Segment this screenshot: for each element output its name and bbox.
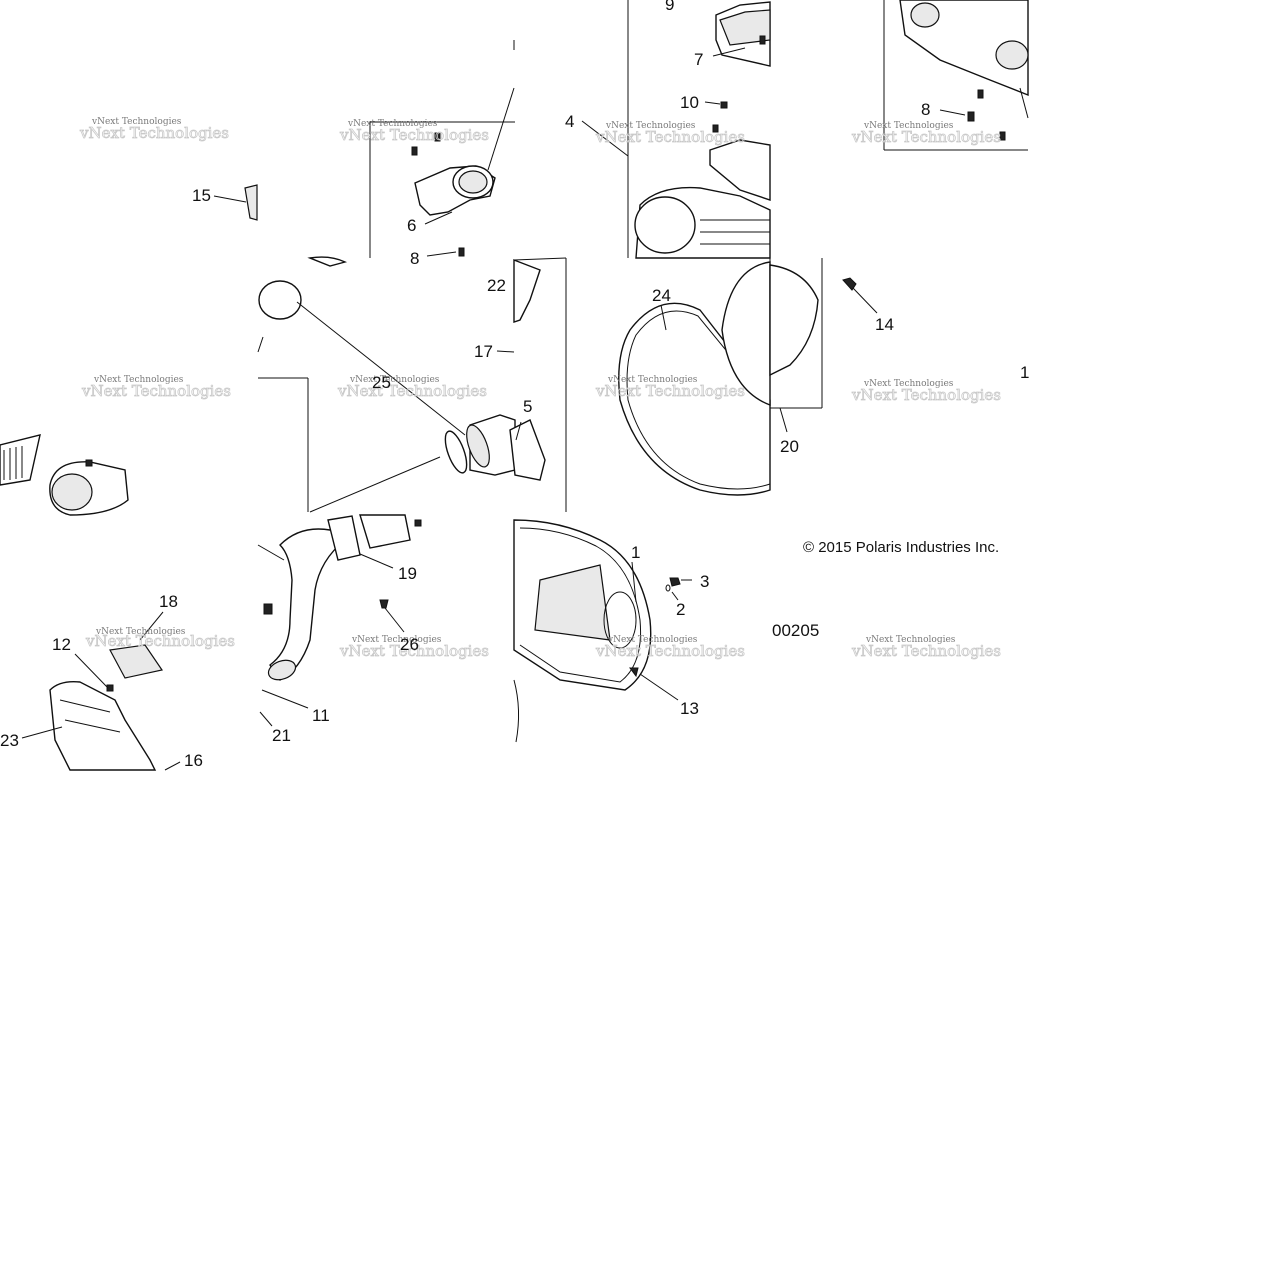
svg-text:vNext Technologies: vNext Technologies xyxy=(81,382,231,400)
callout-26: 26 xyxy=(400,635,419,654)
svg-text:vNext Technologies: vNext Technologies xyxy=(605,121,696,131)
callout-5: 5 xyxy=(523,397,532,416)
tile-lower-duct xyxy=(21,611,181,771)
svg-text:vNext Technologies: vNext Technologies xyxy=(91,117,182,127)
svg-text:vNext Technologies: vNext Technologies xyxy=(339,642,489,660)
watermark: vNext Technologies vNext Technologies xyxy=(85,627,236,650)
callout-14: 14 xyxy=(875,315,894,334)
watermark: vNext Technologies vNext Technologies xyxy=(337,375,488,400)
tile-left-filter xyxy=(0,184,258,516)
callout-2: 2 xyxy=(676,600,685,619)
callout-1-edge: 1 xyxy=(1020,363,1029,382)
callout-18: 18 xyxy=(159,592,178,611)
svg-text:vNext Technologies: vNext Technologies xyxy=(347,119,438,129)
callout-7: 7 xyxy=(694,50,703,69)
svg-text:vNext Technologies: vNext Technologies xyxy=(607,375,698,385)
duct-adapter-part xyxy=(414,165,496,216)
svg-text:vNext Technologies: vNext Technologies xyxy=(351,635,442,645)
callout-25: 25 xyxy=(372,373,391,392)
watermark: vNext Technologies vNext Technologies xyxy=(851,121,1002,146)
callout-22: 22 xyxy=(487,276,506,295)
watermark: vNext Technologies vNext Technologies xyxy=(595,375,746,400)
svg-text:vNext Technologies: vNext Technologies xyxy=(863,379,954,389)
callouts: 9 7 10 4 8 15 6 8 22 24 14 17 1 25 5 20 … xyxy=(0,0,1029,770)
svg-text:vNext Technologies: vNext Technologies xyxy=(595,128,745,146)
tile-outer-cover xyxy=(581,0,771,259)
tile-intake-duct xyxy=(369,40,515,258)
tile-elbow-hose xyxy=(257,514,422,727)
svg-text:vNext Technologies: vNext Technologies xyxy=(865,635,956,645)
watermarks: vNext Technologies vNext Technologies vN… xyxy=(79,117,1002,660)
callout-1: 1 xyxy=(631,543,640,562)
svg-text:vNext Technologies: vNext Technologies xyxy=(85,632,235,650)
callout-19: 19 xyxy=(398,564,417,583)
watermark: vNext Technologies vNext Technologies xyxy=(81,375,232,400)
callout-13: 13 xyxy=(680,699,699,718)
svg-text:vNext Technologies: vNext Technologies xyxy=(93,375,184,385)
svg-text:vNext Technologies: vNext Technologies xyxy=(349,375,440,385)
callout-9: 9 xyxy=(665,0,674,14)
callout-3: 3 xyxy=(700,572,709,591)
svg-text:vNext Technologies: vNext Technologies xyxy=(337,382,487,400)
screw-part xyxy=(411,132,465,257)
tile-clutch-cover xyxy=(513,519,692,743)
diagram-code: 00205 xyxy=(772,621,819,640)
watermark: vNext Technologies vNext Technologies xyxy=(339,119,490,144)
callout-16: 16 xyxy=(184,751,203,770)
callout-12: 12 xyxy=(52,635,71,654)
callout-23: 23 xyxy=(0,731,19,750)
callout-8: 8 xyxy=(921,100,930,119)
callout-24: 24 xyxy=(652,286,671,305)
callout-6: 6 xyxy=(407,216,416,235)
watermark: vNext Technologies vNext Technologies xyxy=(595,635,746,660)
watermark: vNext Technologies vNext Technologies xyxy=(595,121,746,146)
svg-text:vNext Technologies: vNext Technologies xyxy=(339,126,489,144)
tile-inner-cover xyxy=(883,0,1029,151)
callout-20: 20 xyxy=(780,437,799,456)
svg-text:vNext Technologies: vNext Technologies xyxy=(595,382,745,400)
callout-8-lower: 8 xyxy=(410,249,419,268)
svg-text:vNext Technologies: vNext Technologies xyxy=(95,627,186,637)
tile-boot-clamp xyxy=(257,256,567,513)
watermark: vNext Technologies vNext Technologies xyxy=(851,379,1002,404)
callout-17: 17 xyxy=(474,342,493,361)
svg-text:vNext Technologies: vNext Technologies xyxy=(851,386,1001,404)
callout-15: 15 xyxy=(192,186,211,205)
svg-text:vNext Technologies: vNext Technologies xyxy=(851,642,1001,660)
callout-10: 10 xyxy=(680,93,699,112)
callout-21: 21 xyxy=(272,726,291,745)
svg-text:vNext Technologies: vNext Technologies xyxy=(851,128,1001,146)
watermark: vNext Technologies vNext Technologies xyxy=(79,117,230,142)
svg-text:vNext Technologies: vNext Technologies xyxy=(595,642,745,660)
svg-text:vNext Technologies: vNext Technologies xyxy=(863,121,954,131)
svg-text:vNext Technologies: vNext Technologies xyxy=(607,635,698,645)
watermark: vNext Technologies vNext Technologies xyxy=(339,635,490,660)
callout-4: 4 xyxy=(565,112,574,131)
callout-11: 11 xyxy=(312,706,330,725)
svg-text:vNext Technologies: vNext Technologies xyxy=(79,124,229,142)
watermark: vNext Technologies vNext Technologies xyxy=(851,635,1002,660)
tile-drive-belt xyxy=(618,258,878,496)
copyright-notice: © 2015 Polaris Industries Inc. xyxy=(803,539,999,556)
